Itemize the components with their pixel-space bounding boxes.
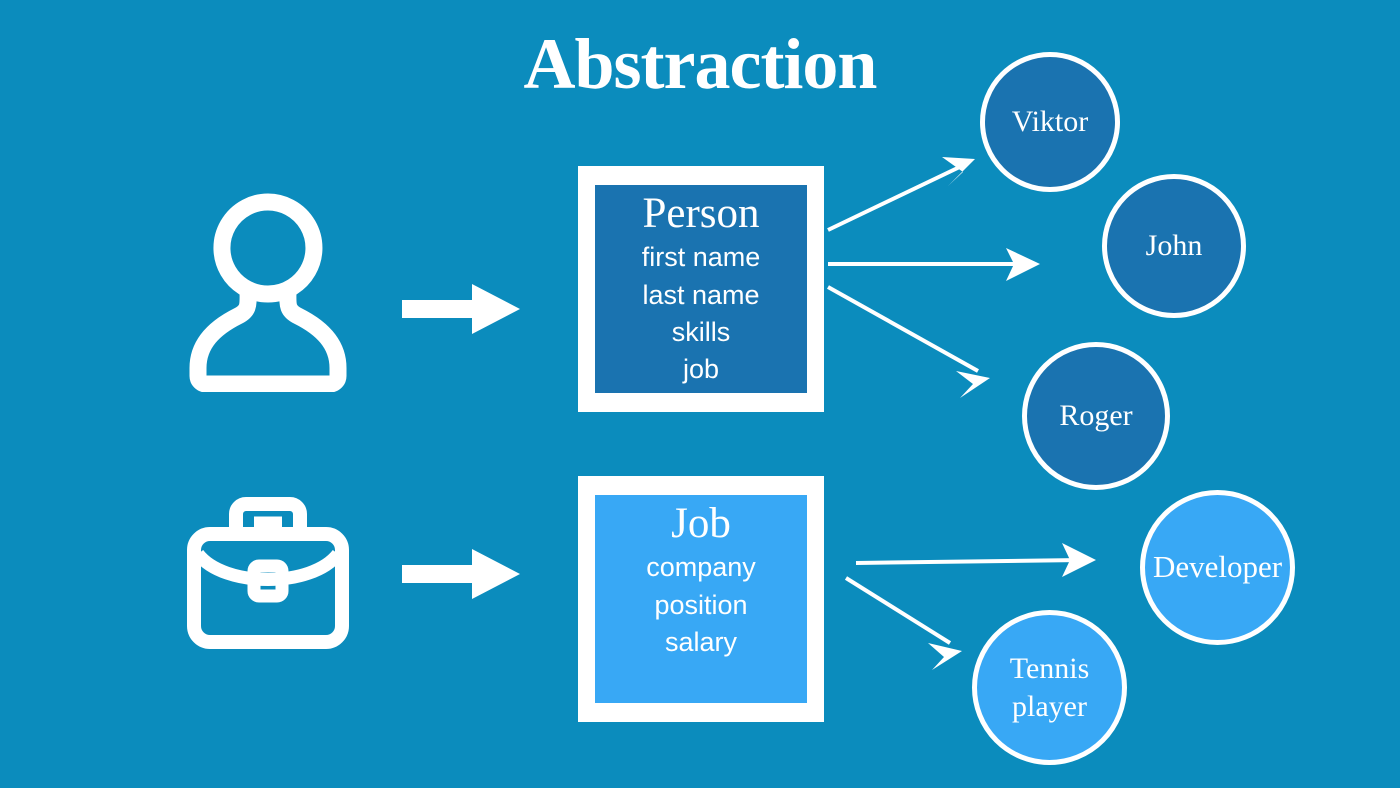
instance-label: Roger — [1059, 399, 1133, 433]
instance-circle-tennis-player[interactable]: Tennis player — [972, 610, 1127, 765]
instance-circle-roger[interactable]: Roger — [1022, 342, 1170, 490]
class-name-person: Person — [642, 190, 760, 237]
connector-job-to-developer — [855, 543, 1096, 577]
connector-person-to-john — [828, 248, 1040, 281]
page-title: Abstraction — [523, 24, 878, 104]
instance-circle-developer[interactable]: Developer — [1140, 490, 1295, 645]
attribute-item: company — [646, 552, 756, 583]
instance-label: Viktor — [1011, 105, 1089, 139]
class-box-job: Job company position salary — [578, 476, 824, 722]
block-arrow-glyph — [402, 549, 520, 599]
block-arrow-person — [402, 280, 522, 338]
person-icon — [178, 192, 358, 393]
connector-person-to-roger — [827, 285, 990, 398]
block-arrow-glyph — [402, 284, 520, 334]
class-box-person: Person first name last name skills job — [578, 166, 824, 412]
briefcase-icon-glyph — [187, 497, 349, 649]
briefcase-icon — [178, 492, 358, 652]
class-name-job: Job — [671, 500, 731, 547]
class-box-job-body: Job company position salary — [595, 495, 807, 703]
instance-label: John — [1145, 229, 1203, 263]
attribute-item: first name — [641, 242, 761, 273]
instance-label: Developer — [1152, 549, 1283, 585]
attribute-item: skills — [671, 316, 731, 347]
instance-label: Tennis player — [1009, 652, 1090, 723]
connector-job-to-tennis — [844, 576, 962, 670]
attribute-item: job — [682, 354, 720, 385]
attribute-item: position — [654, 589, 748, 620]
attribute-item: salary — [664, 626, 738, 657]
connector-person-to-viktor — [827, 157, 975, 232]
instance-circle-viktor[interactable]: Viktor — [980, 52, 1120, 192]
class-box-person-body: Person first name last name skills job — [595, 185, 807, 393]
block-arrow-job — [402, 545, 522, 603]
attribute-item: last name — [642, 279, 760, 310]
person-icon-glyph — [189, 193, 347, 393]
instance-circle-john[interactable]: John — [1102, 174, 1246, 318]
